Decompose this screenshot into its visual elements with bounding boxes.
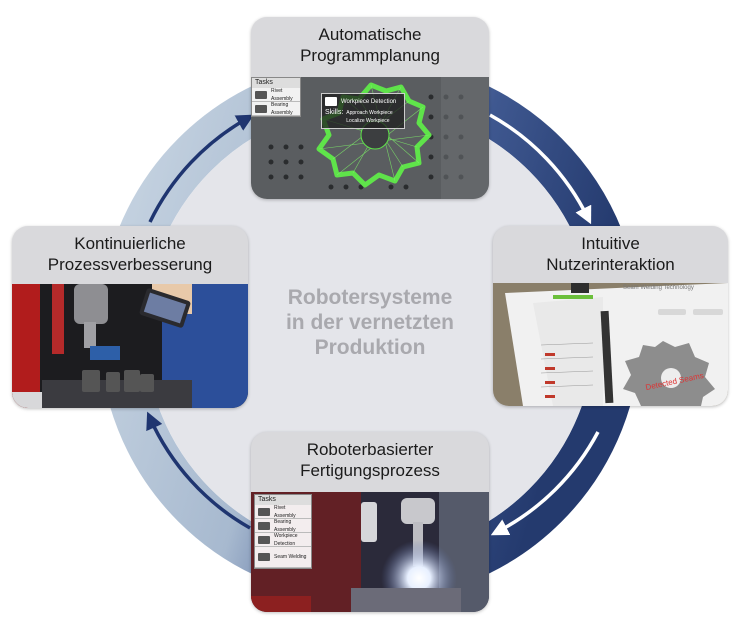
camera-icon xyxy=(258,535,270,544)
rivet-icon xyxy=(258,507,270,516)
task-label: Workpiece Detection xyxy=(274,532,298,547)
card-automatic-program-planning: Automatische Programmplanung xyxy=(251,17,489,199)
task-item: Bearing Assembly xyxy=(255,519,311,533)
tasks-label: Tasks xyxy=(252,78,300,88)
center-title-line-3: Produktion xyxy=(314,336,426,359)
card-intuitive-user-interaction: Intuitive Nutzerinteraktion Seam Welding… xyxy=(493,226,728,406)
photo-gear-detection: Tasks Rivet Assembly Bearing Assembly Wo… xyxy=(251,77,489,199)
card-title: Kontinuierliche Prozessverbesserung xyxy=(12,226,248,275)
card-title-line-1: Roboterbasierter xyxy=(306,440,434,459)
task-label: Bearing Assembly xyxy=(274,518,296,533)
arrow-top-to-right xyxy=(489,113,592,225)
task-label: Seam Welding xyxy=(274,554,307,560)
card-title-line-2: Prozessverbesserung xyxy=(47,255,213,274)
arrow-bottom-to-left xyxy=(146,411,251,530)
card-title-line-1: Automatische xyxy=(318,25,422,44)
card-title: Roboterbasierter Fertigungsprozess xyxy=(251,432,489,481)
task-item: Bearing Assembly xyxy=(252,102,300,116)
skills-label: Skills: xyxy=(325,109,344,116)
app-header-label: Seam Welding Technology xyxy=(623,285,694,291)
skill-item: Localize Workpiece xyxy=(346,118,390,124)
card-continuous-process-improvement: Kontinuierliche Prozessverbesserung xyxy=(12,226,248,408)
task-label: Rivet Assembly xyxy=(271,87,293,102)
card-title-line-2: Programmplanung xyxy=(300,46,440,65)
task-item: Workpiece Detection xyxy=(255,533,311,547)
task-item: Rivet Assembly xyxy=(252,88,300,102)
task-label: Bearing Assembly xyxy=(271,101,293,116)
card-title-line-2: Nutzerinteraktion xyxy=(546,255,675,274)
task-label: Rivet Assembly xyxy=(274,504,296,519)
task-item: Rivet Assembly xyxy=(255,505,311,519)
welding-icon xyxy=(258,553,270,561)
card-title: Automatische Programmplanung xyxy=(251,17,489,66)
photo-welding-robot: Tasks Rivet Assembly Bearing Assembly Wo… xyxy=(251,492,489,612)
center-title-line-2: in der vernetzten xyxy=(285,311,455,334)
photo-worker-tablet xyxy=(12,284,248,408)
photo-tablet-interface: Seam Welding Technology Detected Seams xyxy=(493,283,728,406)
card-title: Intuitive Nutzerinteraktion xyxy=(493,226,728,275)
skill-item: Approach Workpiece xyxy=(346,110,393,116)
center-title: Robotersysteme in der vernetzten Produkt… xyxy=(250,285,490,360)
detect-label: Workpiece Detection xyxy=(341,98,397,105)
tasks-label: Tasks xyxy=(255,495,311,505)
tasks-panel: Tasks Rivet Assembly Bearing Assembly xyxy=(251,77,301,117)
bearing-icon xyxy=(258,521,270,530)
card-title-line-1: Intuitive xyxy=(581,234,640,253)
arrow-left-to-top xyxy=(148,114,255,223)
rivet-icon xyxy=(255,90,267,99)
bearing-icon xyxy=(255,104,267,113)
task-item: Seam Welding xyxy=(255,547,311,568)
card-title-line-1: Kontinuierliche xyxy=(74,234,186,253)
card-title-line-2: Fertigungsprozess xyxy=(300,461,440,480)
arrow-right-to-bottom xyxy=(490,431,600,536)
workpiece-detection-panel: Workpiece Detection Skills: Approach Wor… xyxy=(321,93,405,129)
camera-icon xyxy=(325,97,337,106)
tasks-panel: Tasks Rivet Assembly Bearing Assembly Wo… xyxy=(254,494,312,569)
card-robot-based-manufacturing: Roboterbasierter Fertigungsprozess Tasks xyxy=(251,432,489,612)
center-title-line-1: Robotersysteme xyxy=(287,286,453,309)
